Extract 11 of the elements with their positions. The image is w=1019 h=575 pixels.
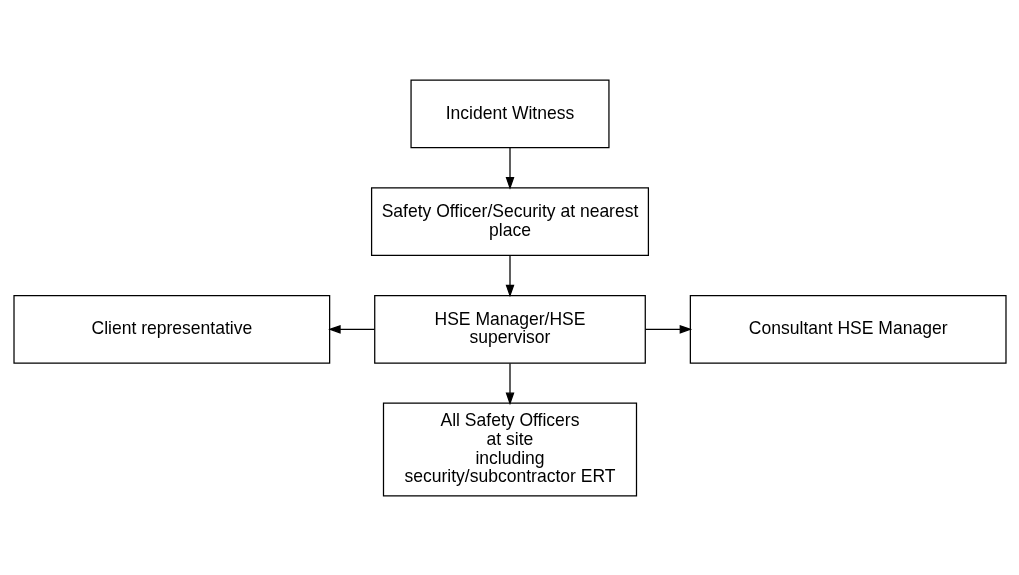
arrow (327, 324, 375, 334)
node-box: All Safety Officers at site including security/subcontractor ERT (382, 402, 637, 497)
node-box: Client representative (12, 294, 330, 364)
arrow (644, 324, 692, 334)
arrow (505, 146, 514, 190)
node-box: Incident Witness (409, 78, 610, 148)
node-box: HSE Manager/HSE supervisor (373, 294, 646, 364)
node-box: Consultant HSE Manager (689, 294, 1007, 364)
arrow (505, 362, 514, 405)
arrow (505, 254, 514, 297)
node-box: Safety Officer/Security at nearest place (370, 186, 649, 256)
